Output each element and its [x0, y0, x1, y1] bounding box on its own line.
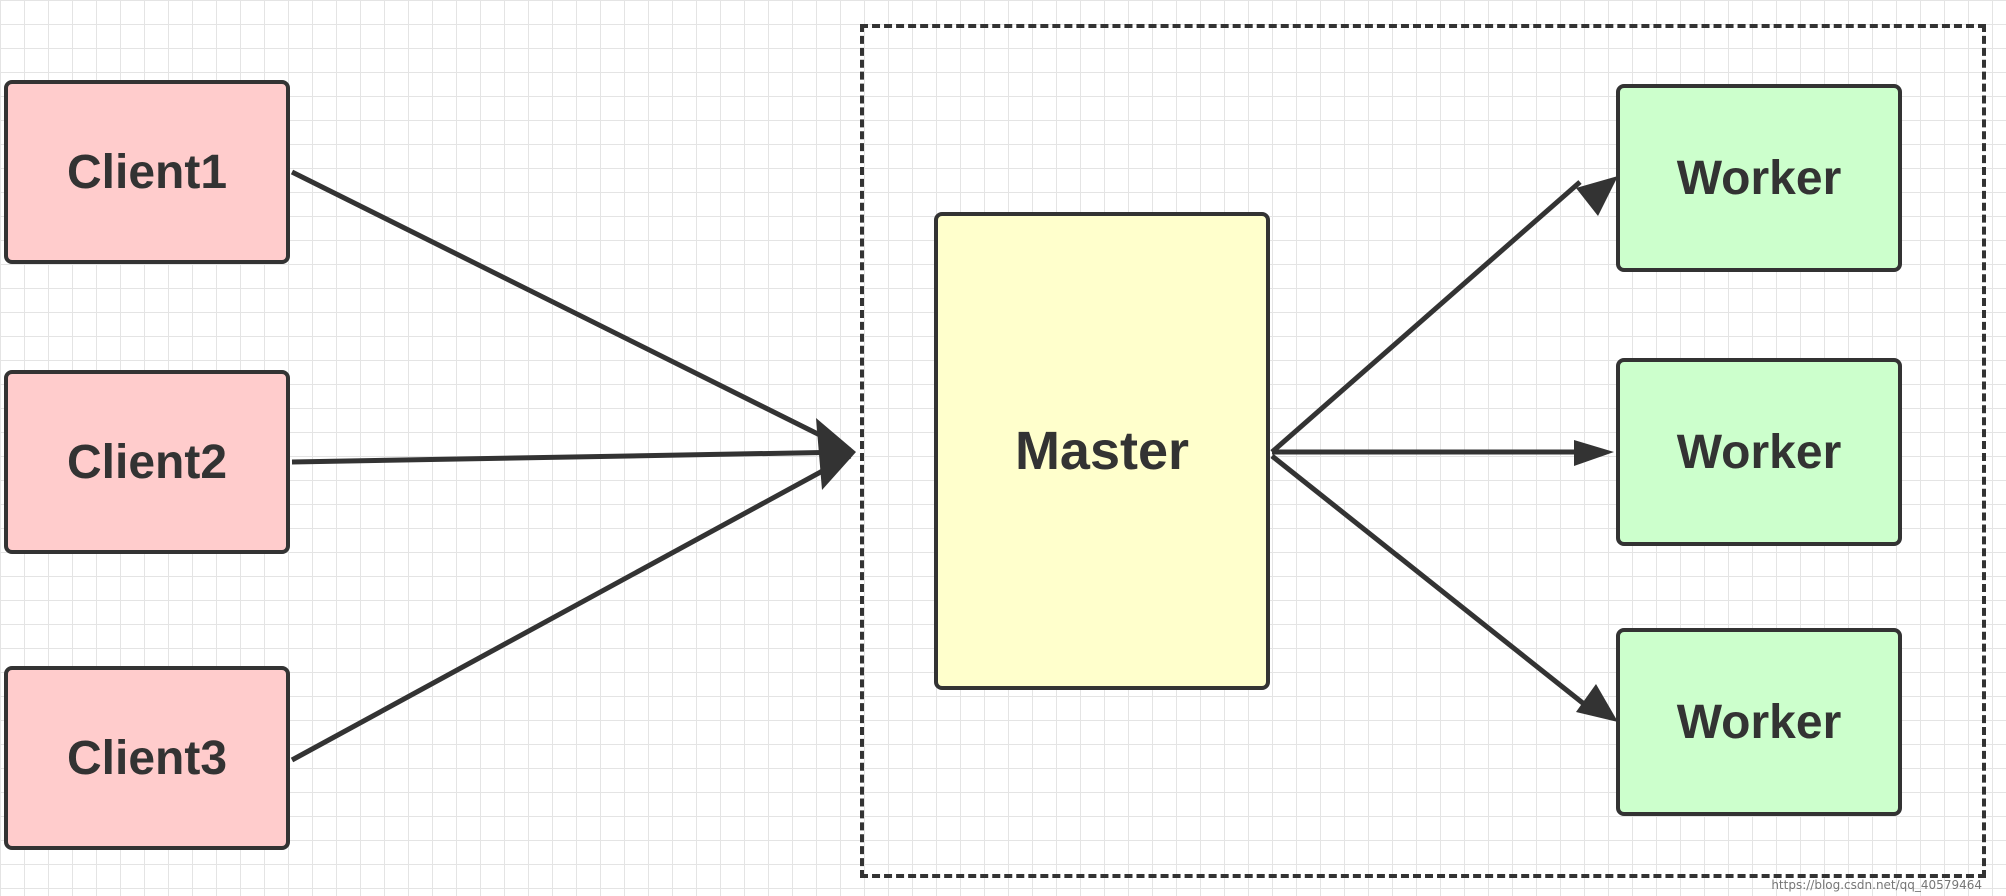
worker1-arrowhead: [1576, 176, 1618, 216]
edge-master-worker3: [1270, 454, 1586, 706]
edge-client1-master: [290, 169, 852, 453]
client2-label: Client2: [66, 435, 228, 489]
worker3-arrowhead: [1576, 684, 1618, 722]
client3-label: Client3: [66, 731, 228, 785]
worker1-node: Worker: [1616, 84, 1902, 272]
watermark-text: https://blog.csdn.net/qq_40579464: [1771, 878, 1982, 892]
worker3-node: Worker: [1616, 628, 1902, 816]
client1-node: Client1: [4, 80, 290, 264]
client1-label: Client1: [66, 145, 228, 199]
worker2-node: Worker: [1616, 358, 1902, 546]
worker2-arrowhead: [1574, 440, 1614, 466]
client3-node: Client3: [4, 666, 290, 850]
master-label: Master: [1014, 421, 1190, 481]
worker2-label: Worker: [1676, 425, 1842, 479]
master-node: Master: [934, 212, 1270, 690]
worker3-label: Worker: [1676, 695, 1842, 749]
master-worker-boundary: [860, 24, 1986, 878]
client2-node: Client2: [4, 370, 290, 554]
edge-master-worker1: [1270, 180, 1582, 454]
edge-client3-master: [290, 453, 852, 763]
edge-client2-master: [291, 449, 851, 465]
client-arrowhead: [816, 418, 856, 490]
worker1-label: Worker: [1676, 151, 1842, 205]
